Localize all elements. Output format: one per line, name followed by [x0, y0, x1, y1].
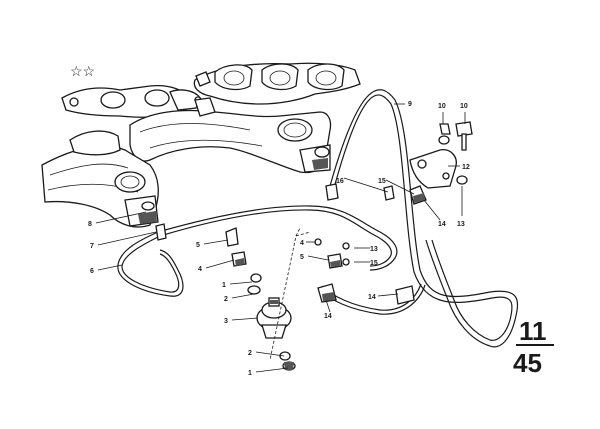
callout-16: 16 — [336, 178, 344, 185]
callout-14-bottom: 14 — [368, 294, 376, 301]
callout-2-bottom: 2 — [248, 350, 252, 357]
page-number: 45 — [513, 348, 542, 378]
callout-14-right: 14 — [438, 221, 446, 228]
callout-8: 8 — [88, 221, 92, 228]
exhaust-manifold-middle — [129, 71, 332, 174]
callout-4-middle: 4 — [300, 240, 304, 247]
callout-labels: 9 10 10 12 13 14 16 15 8 7 6 5 4 1 2 3 2… — [88, 101, 470, 377]
callout-5-middle: 5 — [300, 254, 304, 261]
bracket-assembly — [409, 121, 473, 189]
page-group: 11 — [519, 316, 547, 346]
callout-10-bolt: 10 — [460, 103, 468, 110]
callout-12: 12 — [462, 164, 470, 171]
callout-6: 6 — [90, 268, 94, 275]
callout-9: 9 — [408, 101, 412, 108]
callout-1-bottom: 1 — [248, 370, 252, 377]
callout-3: 3 — [224, 318, 228, 325]
page-number-block: 11 45 — [513, 316, 554, 378]
callout-15-middle: 15 — [370, 260, 378, 267]
exhaust-manifold-upper — [61, 62, 361, 118]
leader-lines — [95, 103, 466, 373]
callout-1-left: 1 — [222, 282, 226, 289]
group-bracket-line — [269, 227, 311, 361]
callout-4-left: 4 — [198, 266, 202, 273]
callout-13-middle: 13 — [370, 246, 378, 253]
callout-15: 15 — [378, 178, 386, 185]
callout-14-middle: 14 — [324, 313, 332, 320]
callout-10-nut: 10 — [438, 103, 446, 110]
vacuum-valve-assembly — [155, 183, 427, 371]
callout-2-left: 2 — [224, 296, 228, 303]
edition-marker: ☆☆ — [70, 63, 95, 79]
callout-7: 7 — [90, 243, 94, 250]
pipe-long — [329, 89, 519, 348]
callout-5-left: 5 — [196, 242, 200, 249]
callout-13-right: 13 — [457, 221, 465, 228]
exhaust-manifold-lower — [41, 130, 159, 228]
